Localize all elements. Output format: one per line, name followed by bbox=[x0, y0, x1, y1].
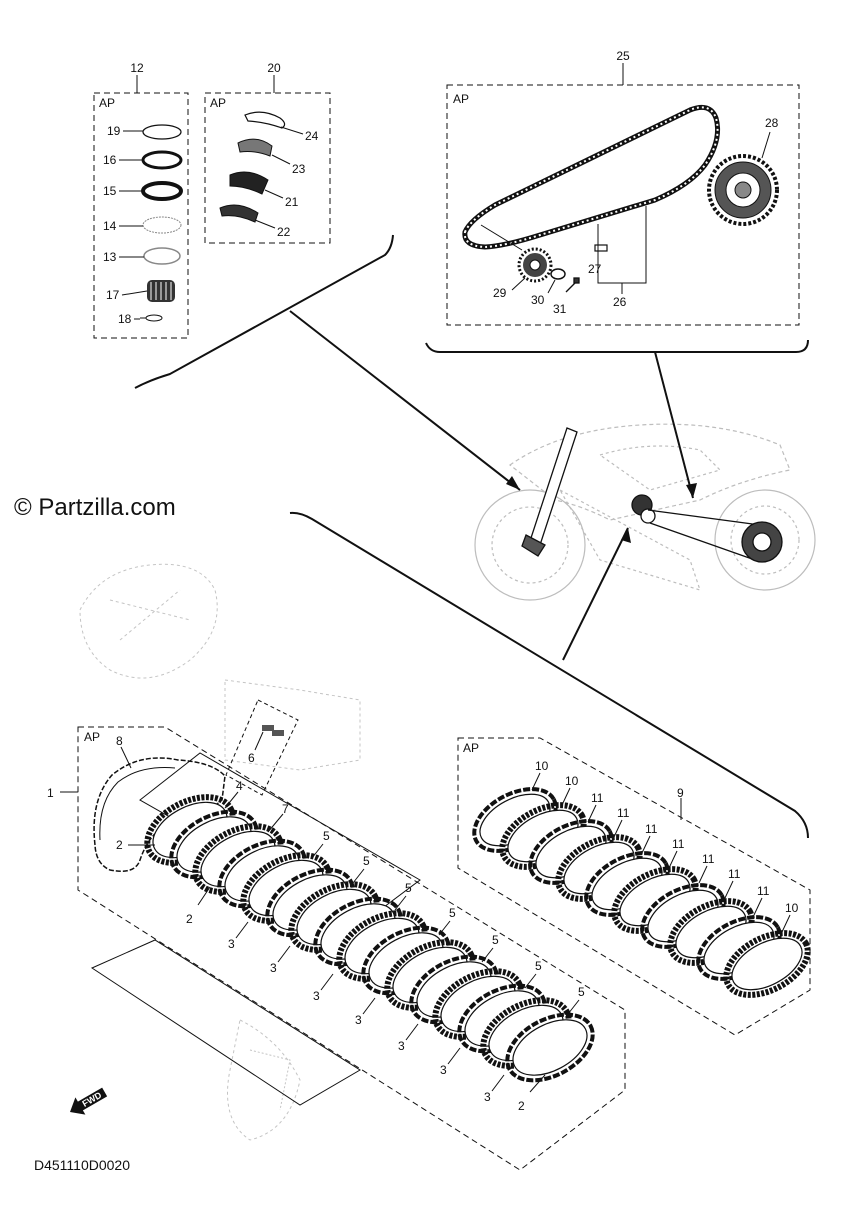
copyright-text: © Partzilla.com bbox=[14, 494, 176, 521]
ap-label-12: AP bbox=[99, 96, 115, 110]
part-5f: 5 bbox=[535, 959, 542, 973]
part-3d: 3 bbox=[355, 1013, 362, 1027]
part-5a: 5 bbox=[323, 829, 330, 843]
part-13: 13 bbox=[103, 250, 117, 264]
part-21: 21 bbox=[285, 195, 299, 209]
part-11e: 11 bbox=[702, 852, 715, 866]
seal-22 bbox=[219, 204, 259, 223]
part-10a: 10 bbox=[535, 759, 549, 773]
clutch-plate bbox=[505, 1012, 595, 1083]
ring-15 bbox=[141, 181, 183, 201]
part-11b: 11 bbox=[617, 806, 630, 820]
ap-label-1: AP bbox=[84, 730, 100, 744]
part-3f: 3 bbox=[440, 1063, 447, 1077]
part-14: 14 bbox=[103, 219, 117, 233]
ring-14 bbox=[142, 216, 182, 234]
clip-18 bbox=[140, 314, 163, 322]
seal-24 bbox=[244, 111, 286, 129]
part-11c: 11 bbox=[645, 822, 658, 836]
part-5d: 5 bbox=[449, 906, 456, 920]
part-17: 17 bbox=[106, 288, 120, 302]
group-label-20: 20 bbox=[267, 61, 281, 75]
part-24: 24 bbox=[305, 129, 319, 143]
part-15: 15 bbox=[103, 184, 117, 198]
ap-label-9: AP bbox=[463, 741, 479, 755]
part-3e: 3 bbox=[398, 1039, 405, 1053]
part-5c: 5 bbox=[405, 881, 412, 895]
part-10b: 10 bbox=[565, 774, 579, 788]
part-11a: 11 bbox=[591, 791, 604, 805]
part-10c: 10 bbox=[785, 901, 799, 915]
part-3c: 3 bbox=[313, 989, 320, 1003]
plate-stack-9 bbox=[472, 787, 811, 998]
leader-arrowheads bbox=[506, 476, 697, 543]
part-29: 29 bbox=[493, 286, 507, 300]
part-26: 26 bbox=[613, 295, 627, 309]
callout-bracket-26 bbox=[597, 206, 647, 294]
part-11d: 11 bbox=[672, 837, 685, 851]
friction-plate bbox=[723, 930, 811, 998]
engine-outline bbox=[79, 563, 361, 1141]
bolt-31 bbox=[565, 277, 580, 293]
chain-joint-27 bbox=[594, 244, 608, 252]
part-18: 18 bbox=[118, 312, 132, 326]
part-5e: 5 bbox=[492, 933, 499, 947]
part-23: 23 bbox=[292, 162, 306, 176]
box-1: 1 AP 8 6 4 7 2 2 bbox=[47, 699, 626, 1171]
bike-sprocket bbox=[631, 494, 783, 563]
part-11f: 11 bbox=[728, 867, 741, 881]
part-16: 16 bbox=[103, 153, 117, 167]
part-3b: 3 bbox=[270, 961, 277, 975]
fork-tube bbox=[521, 427, 578, 557]
dowel-6 bbox=[225, 699, 299, 796]
group-label-1: 1 bbox=[47, 786, 54, 800]
part-3a: 3 bbox=[228, 937, 235, 951]
part-8: 8 bbox=[116, 734, 123, 748]
part-22: 22 bbox=[277, 225, 291, 239]
box-20: 20 AP 24 23 21 22 bbox=[204, 61, 331, 244]
ring-16 bbox=[141, 150, 183, 170]
group-label-25: 25 bbox=[616, 49, 630, 63]
part-19: 19 bbox=[107, 124, 121, 138]
drive-chain bbox=[462, 104, 721, 250]
part-28: 28 bbox=[765, 116, 779, 130]
ring-19 bbox=[142, 124, 182, 140]
part-31: 31 bbox=[553, 302, 567, 316]
part-6: 6 bbox=[248, 751, 255, 765]
part-5b: 5 bbox=[363, 854, 370, 868]
bearing-17 bbox=[147, 280, 175, 302]
part-4: 4 bbox=[236, 779, 243, 793]
box-12: 12 AP 19 16 15 14 13 17 18 bbox=[93, 61, 189, 339]
box-25: 25 AP 28 29 30 bbox=[446, 49, 800, 326]
rear-sprocket-28 bbox=[707, 154, 779, 226]
ring-13 bbox=[143, 247, 181, 265]
group-label-12: 12 bbox=[130, 61, 144, 75]
part-2c: 2 bbox=[518, 1099, 525, 1113]
collar-23 bbox=[237, 138, 273, 157]
leader-lines bbox=[134, 234, 809, 839]
group-label-9: 9 bbox=[677, 786, 684, 800]
ap-label-20: AP bbox=[210, 96, 226, 110]
bearing-21 bbox=[229, 171, 269, 195]
ap-label-25: AP bbox=[453, 92, 469, 106]
part-7: 7 bbox=[282, 802, 289, 816]
plate-stack bbox=[144, 794, 595, 1083]
box-9: 9 AP 10 10 11 11 11 11 11 11 11 10 bbox=[457, 737, 811, 1036]
diagram-code: D451110D0020 bbox=[34, 1157, 130, 1173]
part-11g: 11 bbox=[757, 884, 770, 898]
front-sprocket-29 bbox=[517, 247, 553, 283]
part-2b: 2 bbox=[186, 912, 193, 926]
part-2a: 2 bbox=[116, 838, 123, 852]
washer-30 bbox=[550, 268, 566, 280]
part-5g: 5 bbox=[578, 985, 585, 999]
part-30: 30 bbox=[531, 293, 545, 307]
fwd-arrow-icon: FWD bbox=[70, 1087, 108, 1115]
part-27: 27 bbox=[588, 262, 602, 276]
part-3g: 3 bbox=[484, 1090, 491, 1104]
motorcycle-outline bbox=[474, 423, 816, 601]
